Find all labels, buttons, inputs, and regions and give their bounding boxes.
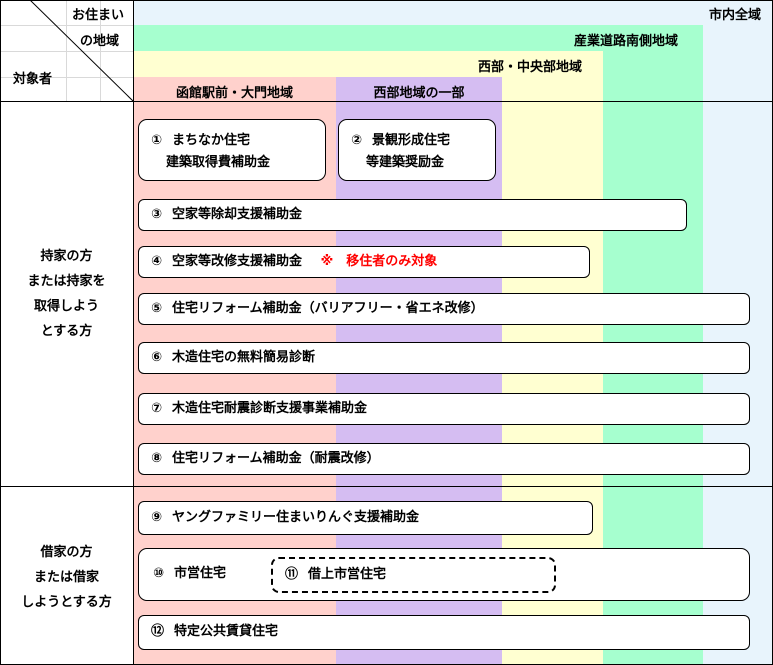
group-label-renters: 借家の方 または借家 しようとする方 <box>21 545 112 610</box>
migrants-only-note: ※ 移住者のみ対象 <box>320 254 438 269</box>
zone-label-west-central: 西部・中央部地域 <box>478 60 583 75</box>
corner-grid-v2 <box>100 0 101 101</box>
group-divider-line <box>0 486 773 487</box>
zone-label-south-road: 産業道路南側地域 <box>574 34 679 49</box>
header-bottom-line <box>0 101 773 102</box>
left-column-divider <box>133 0 134 665</box>
corner-diagonal-line <box>29 0 134 102</box>
header-residence-line2: の地域 <box>80 34 120 49</box>
zone-label-hakodate-station: 函館駅前・大門地域 <box>175 86 293 101</box>
zone-label-city-all: 市内全域 <box>708 8 761 23</box>
corner-grid-v1 <box>66 0 67 101</box>
header-residence-line1: お住まい <box>72 8 125 23</box>
zone-label-west-partial: 西部地域の一部 <box>373 86 465 101</box>
header-target: 対象者 <box>13 72 53 87</box>
outer-border-left <box>0 0 1 665</box>
group-label-owners: 持家の方 または持家を 取得しよう とする方 <box>27 249 106 339</box>
outer-border-top <box>0 0 773 1</box>
